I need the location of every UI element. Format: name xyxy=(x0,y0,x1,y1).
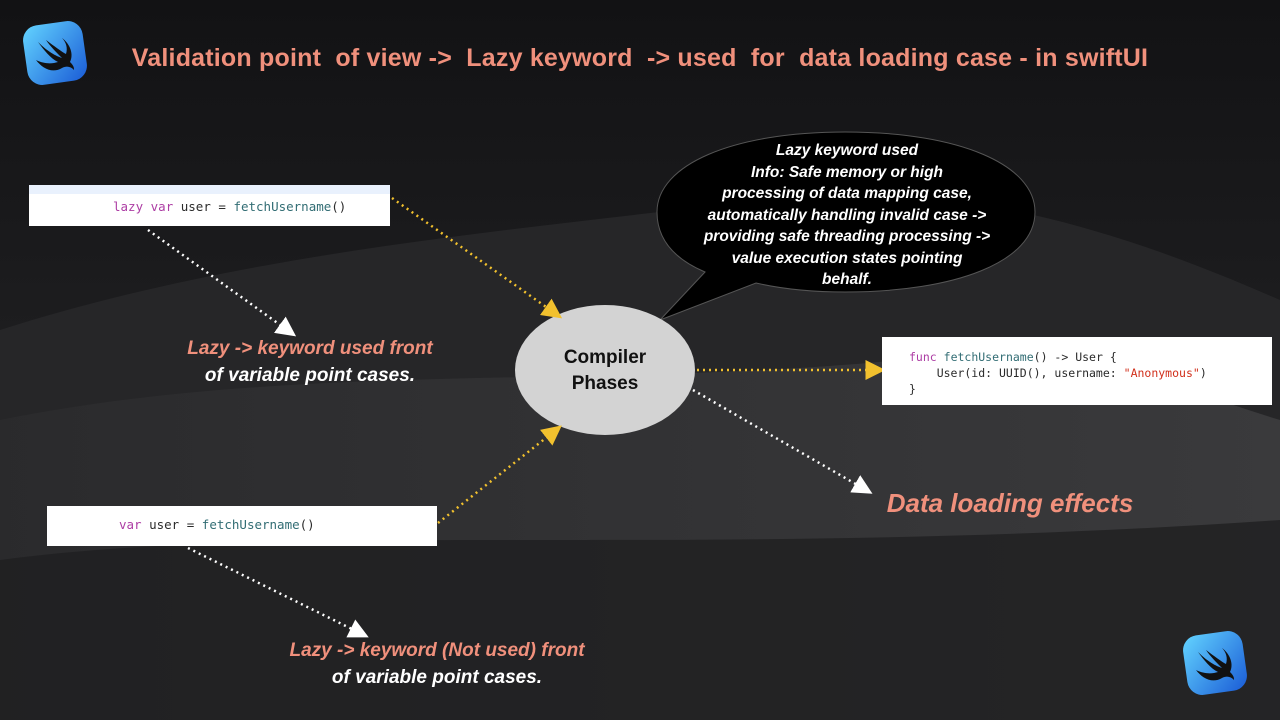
bubble-line: processing of data mapping case, xyxy=(722,185,972,202)
compiler-line: Compiler xyxy=(563,347,647,368)
code-text: ) xyxy=(1199,366,1207,380)
code-text: user = xyxy=(180,199,234,214)
code-snippet-function: func fetchUsername() -> User { User(id: … xyxy=(882,337,1272,405)
code-function: fetchUsername xyxy=(201,517,300,532)
code-text: User(id: UUID(), username: xyxy=(909,366,1124,380)
compiler-line: Phases xyxy=(571,373,639,394)
code-snippet-plain: var user = fetchUsername() xyxy=(47,506,437,546)
bubble-line: Lazy keyword used xyxy=(775,142,919,159)
code-text: () xyxy=(299,517,315,532)
code-text: } xyxy=(909,382,916,396)
page-title: Validation point of view -> Lazy keyword… xyxy=(131,44,1149,72)
bubble-line: value execution states pointing xyxy=(731,249,963,267)
bubble-line: behalf. xyxy=(822,271,872,288)
code-text: () -> User { xyxy=(1033,350,1117,364)
bubble-line: Info: Safe memory or high xyxy=(750,163,944,181)
note-line: Lazy -> keyword used front xyxy=(187,338,433,359)
swift-logo-icon xyxy=(22,20,88,86)
code-function: fetchUsername xyxy=(233,199,332,214)
code-string: "Anonymous" xyxy=(1123,366,1200,380)
note-line: Lazy -> keyword (Not used) front xyxy=(289,640,585,661)
code-keyword: var xyxy=(150,199,174,214)
compiler-phases-label: Compiler Phases xyxy=(516,345,694,397)
bubble-text: Lazy keyword used Info: Safe memory or h… xyxy=(672,140,1022,291)
code-snippet-lazy: lazy var user = fetchUsername() xyxy=(29,185,390,226)
code-text: () xyxy=(331,199,347,214)
swift-logo-icon xyxy=(1182,630,1248,696)
code-keyword: var xyxy=(119,517,142,532)
note-lazy-used: Lazy -> keyword used front of variable p… xyxy=(150,335,470,389)
note-line: of variable point cases. xyxy=(331,667,543,688)
note-line: of variable point cases. xyxy=(204,365,416,386)
data-loading-effects-label: Data loading effects xyxy=(886,488,1134,518)
code-text: user = xyxy=(149,517,202,532)
note-lazy-not-used: Lazy -> keyword (Not used) front of vari… xyxy=(252,637,622,691)
code-keyword: func xyxy=(909,350,937,364)
line-highlight xyxy=(29,185,390,194)
bubble-line: automatically handling invalid case -> xyxy=(707,206,987,224)
bubble-line: providing safe threading processing -> xyxy=(703,228,991,245)
code-keyword: lazy xyxy=(113,199,144,214)
code-function: fetchUsername xyxy=(943,350,1034,364)
